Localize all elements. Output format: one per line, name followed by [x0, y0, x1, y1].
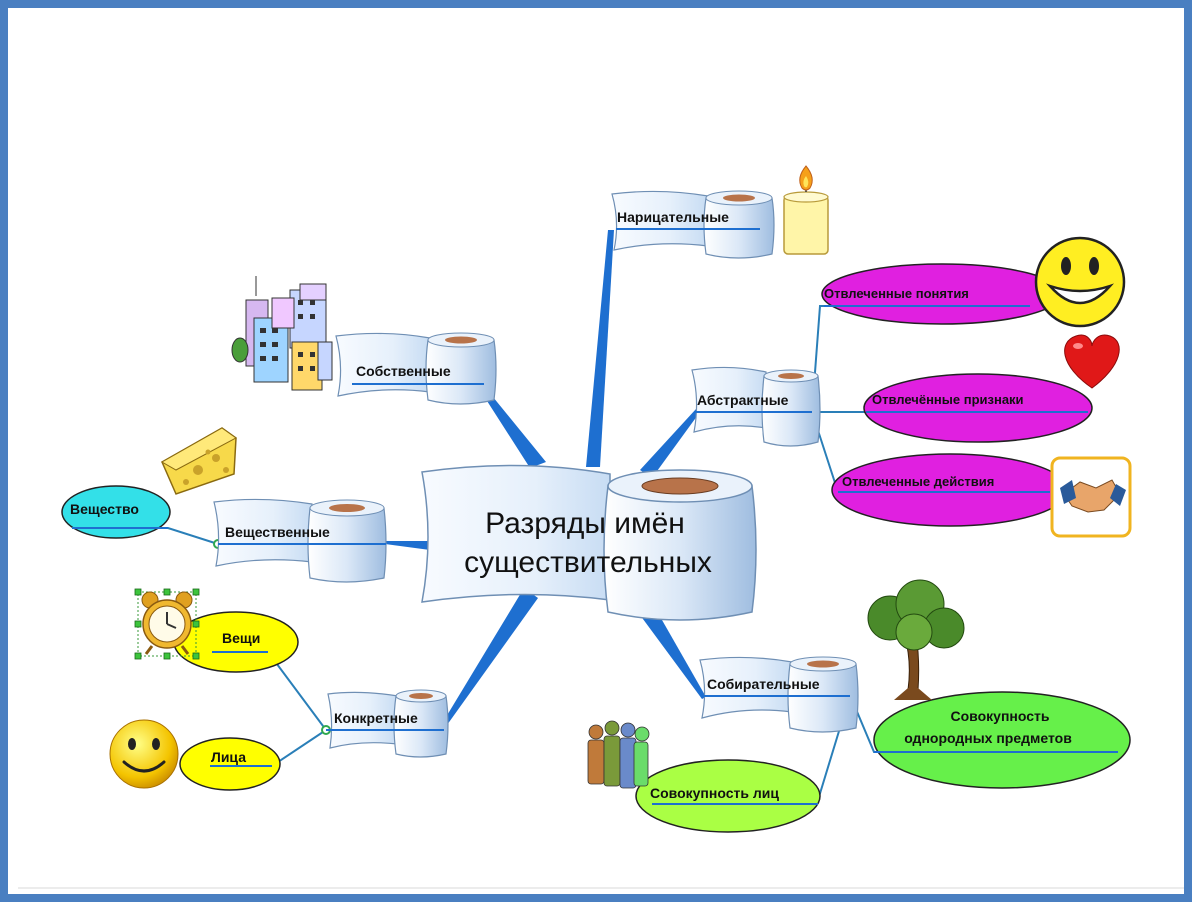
leaf-abstract-concepts[interactable]: Отвлеченные понятия — [821, 263, 1063, 325]
branch-line-concrete — [443, 588, 538, 725]
city-icon — [231, 276, 333, 391]
alarm-clock-icon[interactable] — [134, 588, 200, 660]
branch-label-proper: Собственные — [356, 363, 451, 379]
branch-label-abstract: Абстрактные — [697, 392, 789, 408]
central-roll — [603, 485, 757, 621]
leaf-label-substance: Вещество — [70, 501, 139, 517]
branch-node-abstract[interactable]: Абстрактные — [691, 366, 821, 447]
handshake-icon — [1050, 456, 1132, 538]
cheese-icon — [160, 427, 237, 495]
branch-line-abstract — [640, 409, 700, 478]
branch-line-material — [385, 541, 430, 550]
branch-label-concrete: Конкретные — [334, 710, 418, 726]
heart-icon — [1064, 334, 1120, 389]
central-title-line2: существительных — [464, 546, 712, 579]
people-icon — [587, 720, 650, 789]
leaf-abstract-features[interactable]: Отвлечённые признаки — [863, 373, 1093, 443]
leaf-abstract-actions[interactable]: Отвлеченные действия — [831, 453, 1069, 527]
branch-node-proper[interactable]: Собственные — [335, 332, 497, 405]
leaf-label-abstract-concepts: Отвлеченные понятия — [824, 286, 969, 301]
leaf-label-persons: Лица — [211, 749, 246, 765]
smiley-big-icon — [1034, 236, 1126, 328]
leaf-label-abstract-actions: Отвлеченные действия — [842, 474, 994, 489]
branch-label-material: Вещественные — [225, 524, 330, 540]
central-topic[interactable]: Разряды имён существительных — [421, 464, 757, 621]
smiley-icon — [109, 719, 179, 789]
leaf-collective-items[interactable]: Совокупность однородных предметов — [873, 691, 1131, 789]
branch-line-collective — [640, 606, 706, 699]
leaf-label-things: Вещи — [222, 630, 260, 646]
branch-node-concrete[interactable]: Конкретные — [326, 689, 449, 758]
leaf-label-collective-items-2: однородных предметов — [904, 730, 1072, 746]
branch-line-proper — [480, 386, 546, 468]
branch-label-common: Нарицательные — [617, 209, 729, 225]
branch-label-collective: Собирательные — [707, 676, 820, 692]
branch-node-collective[interactable]: Собирательные — [699, 656, 859, 733]
central-scroll — [421, 464, 611, 603]
tree-icon — [867, 579, 965, 700]
leaf-label-abstract-features: Отвлечённые признаки — [872, 392, 1024, 407]
candle-icon — [783, 165, 829, 255]
branch-node-common[interactable]: Нарицательные — [611, 190, 775, 259]
leaf-label-collective-items-1: Совокупность — [951, 708, 1050, 724]
leaf-persons[interactable]: Лица — [179, 737, 281, 791]
leaf-things[interactable]: Вещи — [173, 611, 299, 673]
leaf-collective-people[interactable]: Совокупность лиц — [635, 759, 821, 833]
leaf-substance[interactable]: Вещество — [61, 485, 171, 539]
leaf-label-collective-people: Совокупность лиц — [650, 785, 779, 801]
central-title-line1: Разряды имён — [485, 507, 685, 540]
branch-node-material[interactable]: Вещественные — [213, 498, 387, 583]
branch-line-common — [586, 230, 614, 467]
